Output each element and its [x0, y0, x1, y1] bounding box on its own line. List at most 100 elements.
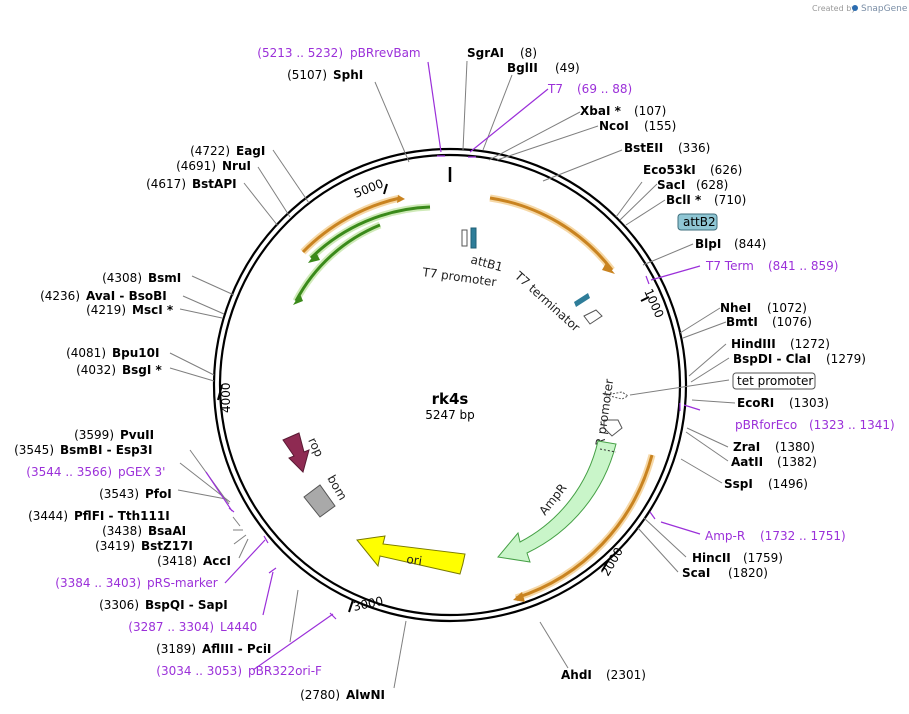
svg-text:SgrAI: SgrAI — [467, 46, 504, 60]
svg-text:attB2: attB2 — [683, 215, 716, 229]
site-avai-bsobi[interactable]: (4236) AvaI - BsoBI — [40, 289, 167, 303]
site-sgrai[interactable]: SgrAI (8) — [467, 46, 537, 60]
site-nhei[interactable]: NheI (1072) — [720, 301, 807, 315]
site-ahdi[interactable]: AhdI (2301) — [561, 668, 646, 682]
site-msci[interactable]: (4219) MscI * — [86, 303, 174, 317]
site-bsmi[interactable]: (4308) BsmI — [102, 271, 181, 285]
feature-green-orf-2 — [292, 221, 382, 305]
feature-tet-promoter[interactable]: tet promoter — [732, 372, 816, 390]
svg-text:(5213 .. 5232): (5213 .. 5232) — [257, 46, 343, 60]
site-hindiii[interactable]: HindIII (1272) — [731, 337, 830, 351]
primer-l4440[interactable]: (3287 .. 3304) L4440 — [128, 620, 257, 634]
svg-text:(1303): (1303) — [789, 396, 829, 410]
site-bcli[interactable]: BclI * (710) — [666, 193, 746, 207]
site-scai[interactable]: ScaI (1820) — [682, 566, 768, 580]
site-hincii[interactable]: HincII (1759) — [692, 551, 783, 565]
svg-text:2000: 2000 — [598, 545, 625, 578]
primer-pbrforeco[interactable]: pBRforEco (1323 .. 1341) — [735, 418, 895, 432]
svg-text:(3189): (3189) — [156, 642, 196, 656]
tick-5000: 5000 — [352, 176, 388, 201]
svg-text:(4308): (4308) — [102, 271, 142, 285]
svg-text:(8): (8) — [520, 46, 537, 60]
site-bspqi-sapi[interactable]: (3306) BspQI - SapI — [99, 598, 228, 612]
feature-green-orf-1 — [308, 203, 431, 263]
site-bpu10i[interactable]: (4081) Bpu10I — [66, 346, 159, 360]
site-bmti[interactable]: BmtI (1076) — [726, 315, 812, 329]
site-bstz17i[interactable]: (3419) BstZ17I — [95, 539, 193, 553]
credit-brand: SnapGene — [861, 4, 908, 14]
site-bsmbi-esp3i[interactable]: (3545) BsmBI - Esp3I — [14, 443, 152, 457]
svg-text:ZraI: ZraI — [733, 440, 760, 454]
site-bglii[interactable]: BglII (49) — [507, 61, 580, 75]
site-bsaai[interactable]: (3438) BsaAI — [102, 524, 186, 538]
svg-text:(1380): (1380) — [775, 440, 815, 454]
tick-1000: 1000 — [640, 287, 666, 320]
site-alwni[interactable]: (2780) AlwNI — [300, 688, 385, 702]
credit: Created by SnapGene — [812, 4, 908, 14]
backbone-inner-ring — [218, 153, 682, 617]
primer-t7-term[interactable]: T7 Term (841 .. 859) — [705, 259, 838, 273]
primer-prs-marker[interactable]: (3384 .. 3403) pRS-marker — [55, 576, 217, 590]
site-saci[interactable]: SacI (628) — [657, 178, 728, 192]
site-pflfi-tth111i[interactable]: (3444) PflFI - Tth111I — [28, 509, 170, 523]
svg-text:BspDI - ClaI: BspDI - ClaI — [733, 352, 811, 366]
svg-text:pRS-marker: pRS-marker — [147, 576, 218, 590]
site-bsteii[interactable]: BstEII (336) — [624, 141, 710, 155]
feature-attb2[interactable]: attB2 — [677, 213, 718, 231]
svg-text:BsgI *: BsgI * — [122, 363, 163, 377]
svg-text:AccI: AccI — [203, 554, 231, 568]
svg-text:(4032): (4032) — [76, 363, 116, 377]
site-pvuii[interactable]: (3599) PvuII — [74, 428, 154, 442]
svg-text:(3419): (3419) — [95, 539, 135, 553]
svg-text:(3544 .. 3566): (3544 .. 3566) — [26, 465, 112, 479]
svg-text:Bpu10I: Bpu10I — [112, 346, 159, 360]
primer-t7[interactable]: T7 (69 .. 88) — [547, 82, 632, 96]
site-eagi[interactable]: (4722) EagI — [190, 144, 265, 158]
site-zrai[interactable]: ZraI (1380) — [733, 440, 815, 454]
svg-text:(4081): (4081) — [66, 346, 106, 360]
svg-text:(69 .. 88): (69 .. 88) — [577, 82, 632, 96]
primer-pbrrevbam[interactable]: (5213 .. 5232) pBRrevBam — [257, 46, 420, 60]
site-bsgi[interactable]: (4032) BsgI * — [76, 363, 162, 377]
site-afliii-pcii[interactable]: (3189) AflIII - PciI — [156, 642, 271, 656]
svg-text:Eco53kI: Eco53kI — [643, 163, 696, 177]
svg-text:T7 Term: T7 Term — [705, 259, 754, 273]
svg-text:pGEX 3': pGEX 3' — [118, 465, 165, 479]
site-ncoi[interactable]: NcoI (155) — [599, 119, 676, 133]
site-acci[interactable]: (3418) AccI — [157, 554, 231, 568]
svg-text:(3034 .. 3053): (3034 .. 3053) — [156, 664, 242, 678]
site-pfoi[interactable]: (3543) PfoI — [99, 487, 172, 501]
svg-text:BsaAI: BsaAI — [148, 524, 186, 538]
svg-text:(3545): (3545) — [14, 443, 54, 457]
site-sspi[interactable]: SspI (1496) — [724, 477, 808, 491]
svg-text:SacI: SacI — [657, 178, 685, 192]
primer-pgex-3[interactable]: (3544 .. 3566) pGEX 3' — [26, 465, 165, 479]
site-bspdi-clai[interactable]: BspDI - ClaI (1279) — [733, 352, 866, 366]
svg-text:(4617): (4617) — [146, 177, 186, 191]
tick-3000: 3000 — [348, 594, 385, 614]
site-drui[interactable]: (4691) NruI — [176, 159, 251, 173]
svg-text:5000: 5000 — [352, 176, 386, 200]
site-xbai[interactable]: XbaI * (107) — [580, 104, 666, 118]
tick-4000: 4000 — [217, 382, 233, 413]
svg-text:BspQI - SapI: BspQI - SapI — [145, 598, 228, 612]
svg-text:(710): (710) — [714, 193, 746, 207]
site-bstapi[interactable]: (4617) BstAPI — [146, 177, 236, 191]
svg-text:(2301): (2301) — [606, 668, 646, 682]
svg-text:(4236): (4236) — [40, 289, 80, 303]
svg-text:NruI: NruI — [222, 159, 251, 173]
site-eco53ki[interactable]: Eco53kI (626) — [643, 163, 742, 177]
svg-text:(49): (49) — [555, 61, 580, 75]
site-ecori[interactable]: EcoRI (1303) — [737, 396, 829, 410]
svg-text:(1820): (1820) — [728, 566, 768, 580]
primer-pbr322ori-f[interactable]: (3034 .. 3053) pBR322ori-F — [156, 664, 322, 678]
backbone-outer-ring — [212, 147, 688, 623]
svg-text:AvaI - BsoBI: AvaI - BsoBI — [86, 289, 167, 303]
svg-text:AflIII - PciI: AflIII - PciI — [202, 642, 271, 656]
svg-text:(1496): (1496) — [768, 477, 808, 491]
site-sphi[interactable]: (5107) SphI — [287, 68, 363, 82]
site-aatii[interactable]: AatII (1382) — [731, 455, 817, 469]
primer-amp-r[interactable]: Amp-R (1732 .. 1751) — [705, 529, 846, 543]
site-blpi[interactable]: BlpI (844) — [695, 237, 766, 251]
svg-text:T7: T7 — [547, 82, 563, 96]
